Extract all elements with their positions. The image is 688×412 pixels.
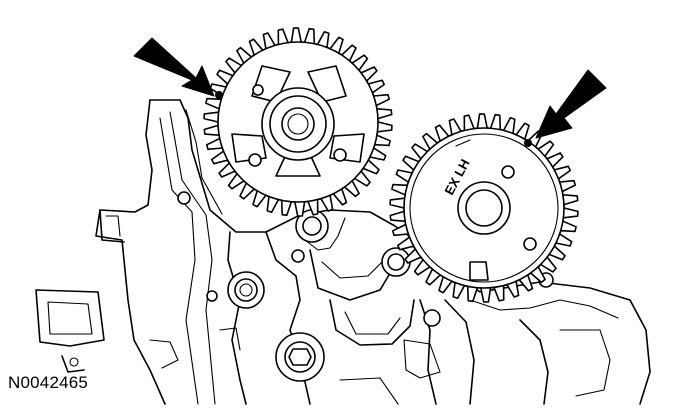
bolt-icon — [295, 209, 329, 243]
arrow-icon — [133, 37, 215, 97]
arrow-icon — [535, 69, 607, 139]
bolt-icon — [423, 309, 441, 327]
bolt-icon — [275, 332, 325, 382]
bolt-icon — [177, 191, 191, 205]
bolt-icon — [206, 290, 218, 302]
bolt-icon — [227, 271, 265, 309]
bolt-icon — [381, 247, 411, 277]
left-camshaft-sprocket — [203, 27, 393, 217]
timing-mark-dot — [524, 139, 532, 147]
timing-mark-dot — [215, 91, 223, 99]
right-camshaft-sprocket: EX LH — [389, 113, 579, 303]
figure-id-label: N0042465 — [8, 373, 89, 392]
fastener-group — [177, 191, 554, 382]
bolt-icon — [291, 249, 305, 263]
